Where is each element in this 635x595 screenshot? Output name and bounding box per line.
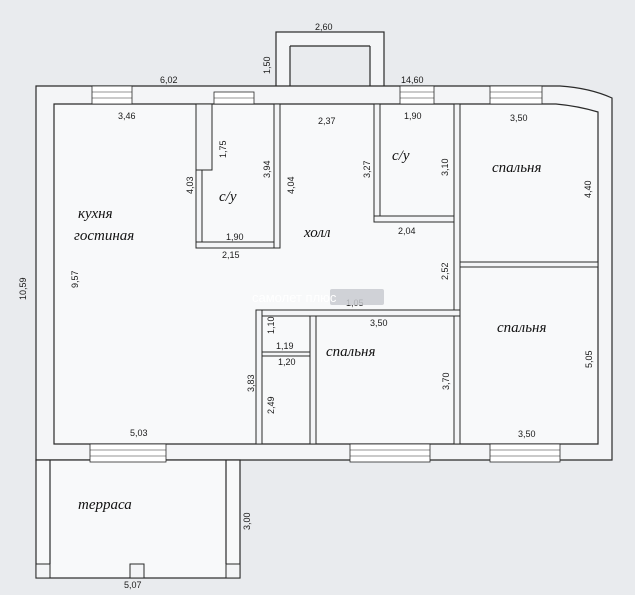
hall-label: холл [303,225,331,241]
dim-kitchen-bottom: 5,03 [130,428,148,438]
dim-wc1-outer: 2,15 [222,250,240,260]
dim-wc2-top: 1,90 [404,111,422,121]
dim-porch-depth: 1,50 [262,56,272,74]
porch [275,31,385,91]
dim-bed-s-side: 3,70 [441,372,451,390]
dim-hall-top: 2,37 [318,116,336,126]
dim-kitchen-height: 9,57 [70,270,80,288]
dim-bed-e-bottom: 3,50 [518,429,536,439]
dim-bed-e-side: 5,05 [584,350,594,368]
windows [89,85,561,463]
dim-hall-left: 4,04 [286,176,296,194]
terrace [35,459,241,579]
bedroom-ne-label: спальня [492,160,541,176]
watermark: самолет плюс [252,289,384,305]
dim-small-top: 1,10 [266,316,276,334]
kitchen-label-line2: гостиная [74,228,134,244]
dim-wc2-left: 3,27 [362,160,372,178]
dim-bed-s-top: 3,50 [370,318,388,328]
dim-wc2-right: 3,10 [440,158,450,176]
exterior-walls [35,85,613,461]
wc1-label: с/у [219,189,237,205]
dim-wc1-left: 4,03 [185,176,195,194]
wc2-label: с/у [392,148,410,164]
kitchen-label-line1: кухня [78,206,113,222]
dim-terrace-side: 3,00 [242,512,252,530]
dim-wc1-right: 3,94 [262,160,272,178]
dim-small-height: 2,49 [266,396,276,414]
dim-north-right: 14,60 [401,75,424,85]
bedroom-e-label: спальня [497,320,546,336]
dim-bed-ne-top: 3,50 [510,113,528,123]
dim-bed-ne-side: 4,40 [583,180,593,198]
dim-wc1-bottom: 1,90 [226,232,244,242]
dim-porch-width: 2,60 [315,22,333,32]
dim-terrace-width: 5,07 [124,580,142,590]
interior-walls [195,103,599,445]
bedroom-s-label: спальня [326,344,375,360]
dim-total-height: 10,59 [18,277,28,300]
dim-north-left: 6,02 [160,75,178,85]
dim-small-w1: 1,19 [276,341,294,351]
dim-corr-height: 3,83 [246,374,256,392]
dim-small-w2: 1,20 [278,357,296,367]
dim-wc2-bottom: 2,04 [398,226,416,236]
terrace-label: терраса [78,497,132,513]
dim-wc1-side: 1,75 [218,140,228,158]
dim-hall-right: 2,52 [440,262,450,280]
dim-kitchen-top: 3,46 [118,111,136,121]
watermark-text: самолет плюс [252,290,337,305]
